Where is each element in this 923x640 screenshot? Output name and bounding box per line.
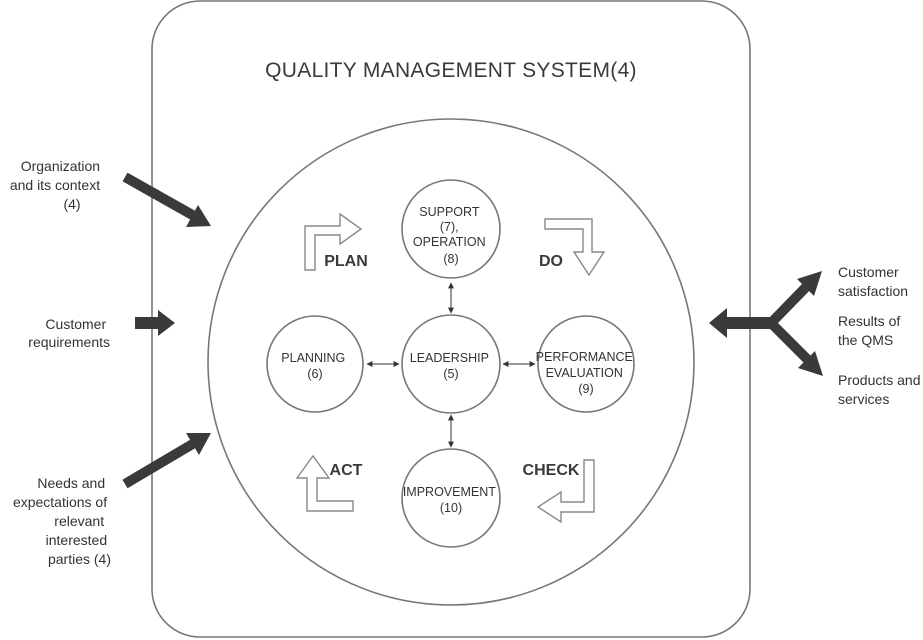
products-arrow-head-icon bbox=[798, 351, 823, 376]
needs-arrow-head-icon bbox=[186, 433, 211, 455]
act-label: ACT bbox=[330, 462, 363, 479]
satisfaction-arrow-shaft bbox=[768, 280, 813, 326]
plan-label: PLAN bbox=[324, 253, 368, 270]
requirements-arrow-shaft bbox=[135, 317, 161, 329]
context-arrow-shaft bbox=[122, 172, 199, 222]
input-requirements-label: Customer requirements bbox=[28, 316, 110, 350]
output-results-label: Results of the QMS bbox=[838, 313, 904, 348]
act-arrow-icon bbox=[295, 454, 354, 512]
do-arrow-icon bbox=[544, 218, 606, 277]
output-satisfaction-label: Customer satisfaction bbox=[838, 264, 908, 299]
process-circle bbox=[207, 118, 695, 606]
output-products-label: Products and services bbox=[838, 372, 923, 407]
requirements-arrow-head-icon bbox=[158, 310, 175, 336]
do-label: DO bbox=[539, 253, 563, 270]
support-operation-node bbox=[401, 179, 501, 279]
performance-evaluation-node bbox=[537, 315, 635, 413]
input-needs-label: Needs and expectations of relevant inter… bbox=[13, 475, 111, 567]
context-arrow-head-icon bbox=[186, 205, 211, 227]
performance-evaluation-label: PERFORMANCE EVALUATION (9) bbox=[536, 350, 637, 396]
improvement-node bbox=[401, 448, 501, 548]
results-arrow-shaft bbox=[724, 317, 774, 329]
leadership-label: LEADERSHIP (5) bbox=[410, 351, 492, 381]
input-context-label: Organization and its context (4) bbox=[10, 158, 104, 212]
page-title: QUALITY MANAGEMENT SYSTEM(4) bbox=[265, 59, 637, 82]
satisfaction-arrow-head-icon bbox=[797, 271, 822, 296]
plan-arrow-icon bbox=[304, 212, 363, 271]
results-arrow-head-icon bbox=[709, 308, 727, 338]
check-label: CHECK bbox=[523, 462, 580, 479]
planning-label: PLANNING (6) bbox=[281, 351, 348, 381]
products-arrow-shaft bbox=[768, 320, 814, 366]
leadership-node bbox=[401, 314, 501, 414]
support-operation-label: SUPPORT (7), OPERATION (8) bbox=[413, 205, 489, 266]
improvement-label: IMPROVEMENT (10) bbox=[403, 485, 499, 515]
planning-node bbox=[266, 315, 364, 413]
check-arrow-icon bbox=[536, 459, 595, 524]
needs-arrow-shaft bbox=[122, 437, 199, 489]
